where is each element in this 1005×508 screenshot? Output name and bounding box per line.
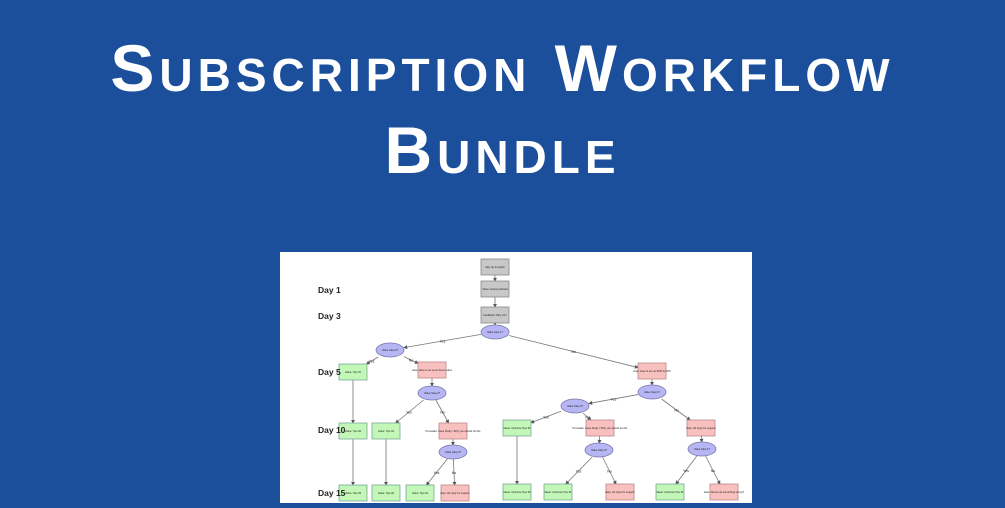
step-node-pink: Help: Hit reply for support <box>440 485 470 501</box>
node-label: Value: Tips #3 <box>345 491 362 495</box>
edge-d4-g6: Yes <box>426 459 447 485</box>
edge-d6-p5: No <box>583 413 591 420</box>
node-label: Value Step 1? <box>644 390 661 394</box>
node-label: Help: Hit reply for support <box>605 490 635 494</box>
edge-d6-g7: Yes <box>531 411 561 422</box>
edge-d4-p3: No <box>452 459 457 485</box>
node-label: Value: Tips #1 <box>412 491 429 495</box>
decision-node: Value Step 1? <box>688 442 716 456</box>
node-label: Value Step 1? <box>487 330 504 334</box>
edge-label: Yes <box>434 471 440 475</box>
node-label: Help: Did we do something wrong? <box>704 490 745 494</box>
node-label: Value: Tips #2 <box>378 491 395 495</box>
edge-label: No <box>674 409 679 413</box>
edge-d8-p8: No <box>706 456 720 484</box>
edge-d7-p7: No <box>603 457 617 484</box>
decision-node: Value Step 2? <box>418 386 446 400</box>
decision-node: Value Step 1? <box>481 325 509 339</box>
edge-label: No <box>711 469 716 473</box>
edge-label: No <box>452 471 457 475</box>
step-node-green: Value: Optimize Tips #1 <box>656 484 684 500</box>
node-label: Value Step 2? <box>591 448 608 452</box>
node-label: Value: Tips #2 <box>345 429 362 433</box>
node-label: Sign up for Ignite <box>485 265 505 269</box>
edge-d2-g1: Yes <box>366 357 378 364</box>
edge-d5-d6: Yes <box>589 395 638 404</box>
decision-node: Value Step 2? <box>439 445 467 459</box>
edge-label: Yes <box>406 411 412 415</box>
step-node-pink: Persuade: Case Study / Why you should do… <box>426 423 482 439</box>
decision-node: Value Step 1? <box>638 385 666 399</box>
edge-d1-p4: No <box>509 335 638 367</box>
edge-label: No <box>607 470 612 474</box>
day-label: Day 15 <box>318 488 346 498</box>
node-label: Help: Hit reply for support <box>686 426 716 430</box>
node-label: Feedback: Why Us? <box>483 313 507 317</box>
node-label: Help: Hit reply for support <box>440 491 470 495</box>
step-node-pink: Help: Hit reply for support <box>605 484 635 500</box>
node-label: Help: How to set up w/ demo video <box>412 368 453 372</box>
node-label: Value: Optimize Tips #1 <box>544 490 572 494</box>
step-node-green: Value: Optimize Tips #2 <box>503 484 531 500</box>
edge-d1-d2: Yes <box>404 334 481 347</box>
title-line-2: Bundle <box>0 110 1005 190</box>
node-label: Value: Tips #1 <box>345 370 362 374</box>
edge-label: No <box>571 350 576 354</box>
edge-label: Yes <box>543 416 549 420</box>
node-label: Persuade: Case Study / Why you should do… <box>426 429 482 433</box>
node-label: Persuade: Case Study / Why you should do… <box>573 426 629 430</box>
day-label: Day 5 <box>318 367 341 377</box>
edge-d7-g9: Yes <box>566 457 592 484</box>
decision-node: Value Step 2? <box>561 399 589 413</box>
edge-label: Yes <box>369 360 375 364</box>
node-label: Value Step 1? <box>694 447 711 451</box>
edge-label: Yes <box>440 340 446 344</box>
edge-label: Yes <box>611 398 617 402</box>
edge-label: Yes <box>683 469 689 473</box>
day-label: Day 1 <box>318 285 341 295</box>
step-node-pink: Persuade: Case Study / Why you should do… <box>573 420 629 436</box>
node-label: Value: Optimize Tips #1 <box>503 426 531 430</box>
step-node-gray: Value: Getting Started <box>481 281 509 297</box>
step-node-pink: Help: How to set up SMS & APN <box>633 363 670 379</box>
step-node-green: Value: Tips #1 <box>339 364 367 380</box>
step-node-gray: Sign up for Ignite <box>481 259 509 275</box>
node-label: Value: Optimize Tips #2 <box>503 490 531 494</box>
edge-label: Yes <box>576 470 582 474</box>
decision-node: Value Step 2? <box>376 343 404 357</box>
edge-label: No <box>440 411 445 415</box>
day-label: Day 3 <box>318 311 341 321</box>
step-node-pink: Help: How to set up w/ demo video <box>412 362 453 378</box>
node-label: Value: Getting Started <box>482 287 508 291</box>
day-label: Day 10 <box>318 425 346 435</box>
step-node-pink: Help: Hit reply for support <box>686 420 716 436</box>
step-node-pink: Help: Did we do something wrong? <box>704 484 745 500</box>
step-node-green: Value: Optimize Tips #1 <box>503 420 531 436</box>
step-node-green: Value: Tips #1 <box>372 423 400 439</box>
edge-d5-p6: No <box>662 399 691 420</box>
edge-d8-g10: Yes <box>676 456 697 484</box>
node-label: Help: How to set up SMS & APN <box>633 369 670 373</box>
title-line-1: Subscription Workflow <box>0 28 1005 108</box>
node-label: Value: Tips #1 <box>378 429 395 433</box>
edge-d2-p1: No <box>404 357 418 364</box>
node-label: Value Step 2? <box>382 348 399 352</box>
node-label: Value Step 2? <box>567 404 584 408</box>
edge-label: No <box>409 359 414 363</box>
edge-d3-p2: No <box>436 400 449 423</box>
edge-d3-g3: Yes <box>396 400 424 423</box>
node-label: Value Step 2? <box>445 450 462 454</box>
step-node-green: Value: Tips #1 <box>406 485 434 501</box>
node-label: Value: Optimize Tips #1 <box>656 490 684 494</box>
decision-node: Value Step 2? <box>585 443 613 457</box>
step-node-green: Value: Optimize Tips #1 <box>544 484 572 500</box>
edge-label: No <box>585 416 590 420</box>
step-node-green: Value: Tips #2 <box>372 485 400 501</box>
node-label: Value Step 2? <box>424 391 441 395</box>
step-node-gray: Feedback: Why Us? <box>481 307 509 323</box>
